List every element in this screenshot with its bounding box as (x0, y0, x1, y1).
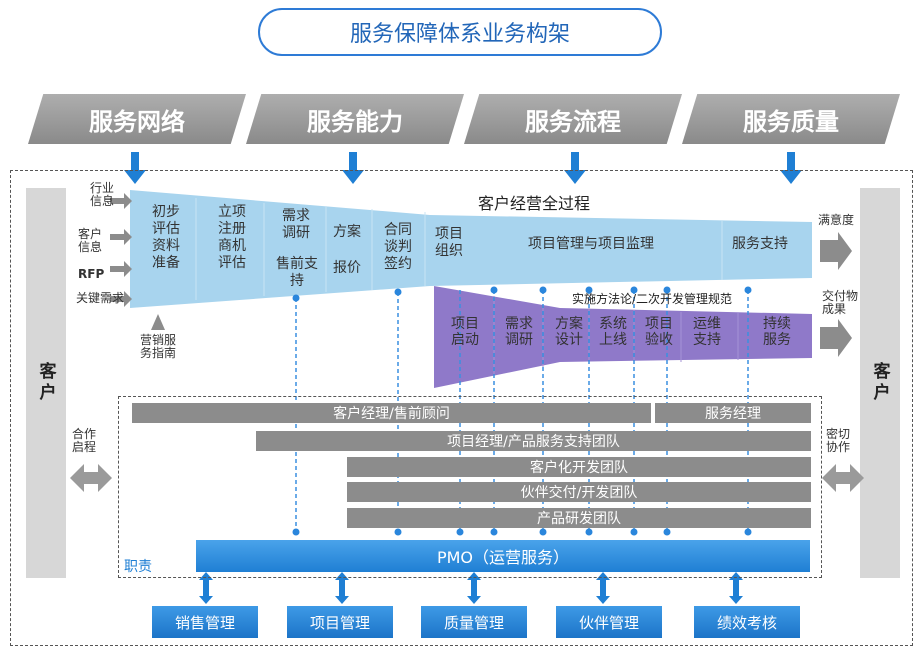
outer-frame (10, 170, 913, 646)
mgmt-project: 项目管理 (287, 606, 393, 638)
down-arrow-icon (564, 152, 586, 184)
down-arrow-icon (780, 152, 802, 184)
updown-arrow-icon (596, 572, 610, 604)
banner-service-process: 服务流程 (464, 94, 682, 144)
mgmt-quality: 质量管理 (421, 606, 527, 638)
up-arrow-icon (151, 314, 165, 330)
cooperation-start: 合作启程 (72, 427, 97, 454)
down-arrow-icon (124, 152, 146, 184)
phase-solution-design: 方案设计 (555, 316, 583, 348)
phase-system-golive: 系统上线 (599, 316, 627, 348)
updown-arrow-icon (335, 572, 349, 604)
phase-quotation: 报价 (333, 260, 361, 276)
pmo-bar: PMO（运营服务） (196, 540, 810, 572)
lower-process-funnel (434, 286, 812, 388)
role-partner-delivery-team: 伙伴交付/开发团队 (347, 482, 811, 502)
role-product-rd-team: 产品研发团队 (347, 508, 811, 528)
responsibility-label: 职责 (124, 559, 152, 575)
updown-arrow-icon (199, 572, 213, 604)
mgmt-performance: 绩效考核 (694, 606, 800, 638)
phase-initial-assessment: 初步评估资料准备 (152, 204, 180, 271)
phase-project-organization: 项目组织 (435, 226, 463, 259)
phase-solution: 方案 (333, 224, 361, 240)
phase-continuous-service: 持续服务 (763, 316, 791, 348)
output-arrow-icon (820, 232, 852, 270)
phase-project-registration: 立项注册商机评估 (218, 204, 246, 271)
page-title: 服务保障体系业务构架 (258, 8, 662, 56)
output-arrow-icon (820, 319, 852, 357)
role-project-manager: 项目经理/产品服务支持团队 (256, 431, 811, 451)
phase-service-support: 服务支持 (732, 236, 788, 252)
phase-contract-negotiation: 合同谈判签约 (384, 222, 412, 272)
banner-down-arrows (124, 152, 802, 184)
input-arrow-icon (110, 261, 132, 277)
marketing-service-guide: 营销服务指南 (140, 333, 177, 360)
mgmt-sales: 销售管理 (152, 606, 258, 638)
phase-project-management: 项目管理与项目监理 (528, 236, 654, 252)
input-arrow-icon (110, 291, 132, 307)
phase-project-kickoff: 项目启动 (451, 316, 479, 348)
phase-operations-support: 运维支持 (693, 316, 721, 348)
output-satisfaction: 满意度 (818, 213, 855, 227)
customer-left-label: 客户 (35, 362, 56, 404)
updown-arrow-icon (467, 572, 481, 604)
input-rfp: RFP (78, 267, 105, 281)
updown-arrow-icon (729, 572, 743, 604)
banner-service-network: 服务网络 (28, 94, 246, 144)
double-arrow-icon (822, 464, 864, 492)
customer-right-bar: 客户 (860, 188, 900, 578)
phase-requirements-survey: 需求调研 (505, 316, 533, 348)
role-custom-dev-team: 客户化开发团队 (347, 457, 811, 477)
upper-process-funnel (130, 190, 812, 308)
input-industry-info: 行业信息 (90, 181, 115, 208)
mgmt-partner: 伙伴管理 (556, 606, 662, 638)
phase-presales-support: 售前支持 (276, 256, 318, 289)
process-title: 客户经营全过程 (478, 194, 591, 213)
customer-right-label: 客户 (869, 362, 890, 404)
responsibility-frame (118, 396, 822, 578)
banner-service-quality: 服务质量 (682, 94, 900, 144)
output-deliverables: 交付物成果 (822, 289, 859, 316)
methodology-label: 实施方法论/二次开发管理规范 (572, 292, 733, 306)
phase-project-acceptance: 项目验收 (645, 316, 673, 348)
input-arrow-icon (110, 229, 132, 245)
close-cooperation: 密切协作 (826, 427, 851, 454)
down-arrow-icon (342, 152, 364, 184)
phase-requirements-research: 需求调研 (282, 208, 310, 241)
double-arrow-icon (70, 464, 112, 492)
banner-service-capability: 服务能力 (246, 94, 464, 144)
input-key-requirements: 关键需求 (76, 291, 125, 305)
input-arrow-icon (110, 193, 132, 209)
role-service-manager: 服务经理 (655, 403, 811, 423)
role-account-manager: 客户经理/售前顾问 (132, 403, 651, 423)
input-customer-info: 客户信息 (78, 227, 103, 254)
customer-left-bar: 客户 (26, 188, 66, 578)
